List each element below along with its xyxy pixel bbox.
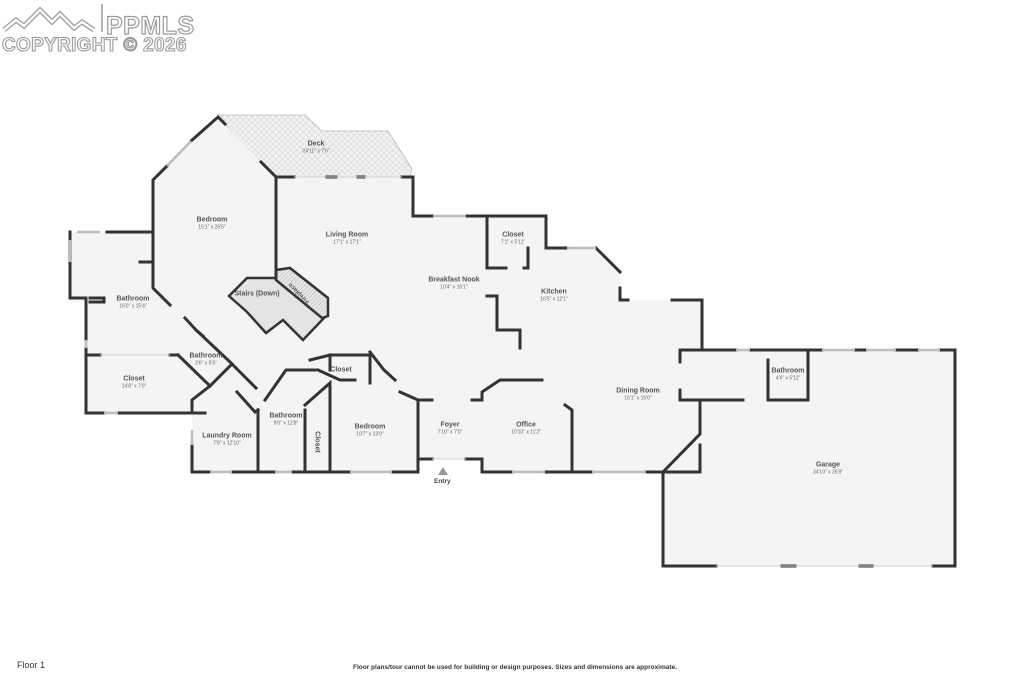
room-bedroom-2: Bedroom 10'7" x 13'9" [354,423,386,438]
room-dining-room: Dining Room 16'1" x 15'0" [616,387,660,402]
room-bathroom-small: Bathroom 3'6" x 5'5" [189,352,223,367]
ppmls-watermark: PPMLS COPYRIGHT © 2026 [1,2,212,58]
room-stairs: Stairs (Down) [234,290,280,298]
room-bathroom-garage: Bathroom 4'6" x 5'11" [771,367,805,382]
room-closet-narrow: Closet [313,431,321,453]
entry-label: Entry [434,478,451,485]
mountain-logo-icon [2,4,103,33]
doorways [100,176,933,567]
room-closet-master: Closet 14'8" x 7'0" [121,375,147,390]
entry-arrow-icon [438,467,448,475]
room-foyer: Foyer 7'10" x 7'0" [437,421,463,436]
room-breakfast-nook: Breakfast Nook 10'4" x 16'1" [428,276,480,291]
room-closet-hall: Closet [330,366,352,374]
floor-label: Floor 1 [17,660,46,670]
room-bathroom-master: Bathroom 16'0" x 15'4" [116,295,150,310]
disclaimer: Floor plans/tour cannot be used for buil… [353,664,677,671]
room-bathroom-hall: Bathroom 9'0" x 12'8" [269,412,303,427]
room-laundry-room: Laundry Room 7'8" x 12'10" [202,432,252,447]
stairs-area [227,276,326,342]
room-closet-kitchen: Closet 7'1" x 5'11" [500,231,526,246]
room-office: Office 10'10" x 11'2" [511,421,541,436]
watermark-brand: PPMLS [105,11,195,40]
room-living-room: Living Room 17'1" x 17'1" [325,231,369,246]
fireplace-area [274,266,330,320]
room-garage: Garage 34'10" x 26'9" [812,461,844,476]
watermark-copyright: COPYRIGHT © 2026 [1,34,187,56]
windows [68,140,940,474]
floor-fill [70,117,955,566]
room-bedroom-main: Bedroom 15'1" x 26'5" [196,216,228,231]
room-deck: Deck 24'11" x 7'6" [302,140,330,155]
room-kitchen: Kitchen 16'5" x 12'1" [540,288,568,303]
